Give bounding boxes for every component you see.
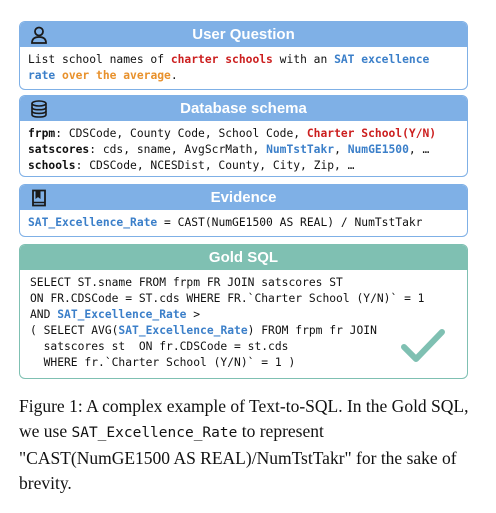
table-name-satscores: satscores [28, 143, 90, 156]
sql-highlight: SAT_Excellence_Rate [57, 308, 187, 321]
question-text: with an [272, 53, 335, 66]
table-columns: , [334, 143, 348, 156]
sql-highlight: SAT_Excellence_Rate [118, 324, 248, 337]
question-text [55, 69, 62, 82]
table-columns: : cds, sname, AvgScrMath, [89, 143, 267, 156]
evidence-header: Evidence [20, 185, 467, 210]
gold-sql-title: Gold SQL [208, 249, 279, 266]
column-highlight-numge1500: NumGE1500 [347, 143, 409, 156]
sql-line: WHERE fr.`Charter School (Y/N)` = 1 ) [30, 356, 296, 369]
table-name-schools: schools [28, 159, 76, 172]
question-highlight-sat: SAT excellence [334, 53, 430, 66]
table-name-frpm: frpm [28, 127, 56, 140]
book-icon [32, 189, 46, 207]
question-highlight-charter: charter schools [170, 53, 273, 66]
user-question-card: User Question List school names of chart… [19, 21, 468, 90]
database-schema-header: Database schema [20, 96, 467, 121]
sql-line: SELECT ST.sname FROM frpm FR JOIN satsco… [30, 276, 343, 289]
database-schema-card: Database schema frpm: CDSCode, County Co… [19, 95, 468, 177]
sql-line: ( SELECT AVG( [30, 324, 119, 337]
sql-line: ) FROM frpm fr JOIN [247, 324, 377, 337]
evidence-term: SAT_Excellence_Rate [28, 216, 158, 229]
table-columns: , … [408, 143, 430, 156]
user-icon [31, 26, 47, 44]
sql-line: ON FR.CDSCode = ST.cds WHERE FR.`Charter… [30, 292, 425, 305]
table-columns: : CDSCode, NCESDist, County, City, Zip, … [75, 159, 355, 172]
sql-line: satscores st ON fr.CDSCode = st.cds [30, 340, 289, 353]
evidence-title: Evidence [210, 189, 277, 206]
evidence-definition: = CAST(NumGE1500 AS REAL) / NumTstTakr [157, 216, 423, 229]
figure-caption: Figure 1: A complex example of Text-to-S… [19, 394, 479, 496]
checkmark-icon [401, 329, 445, 362]
gold-sql-card: Gold SQL SELECT ST.sname FROM frpm FR JO… [19, 244, 468, 379]
database-schema-title: Database schema [180, 100, 307, 117]
question-highlight-rate: rate [28, 69, 56, 82]
user-question-title: User Question [192, 26, 295, 43]
sql-line: > [186, 308, 201, 321]
column-highlight-numtsttakr: NumTstTakr [266, 143, 335, 156]
database-icon [31, 100, 47, 118]
question-text: List school names of [28, 53, 171, 66]
gold-sql-header: Gold SQL [20, 245, 467, 270]
column-highlight-charter: Charter School(Y/N) [306, 127, 437, 140]
caption-code: SAT_Excellence_Rate [71, 425, 238, 441]
sql-line: AND [30, 308, 58, 321]
question-text: . [170, 69, 178, 82]
evidence-text: SAT_Excellence_Rate = CAST(NumGE1500 AS … [20, 210, 467, 236]
schema-text: frpm: CDSCode, County Code, School Code,… [20, 121, 467, 176]
table-columns: : CDSCode, County Code, School Code, [55, 127, 307, 140]
user-question-text: List school names of charter schools wit… [20, 47, 467, 89]
user-question-header: User Question [20, 22, 467, 47]
sql-code: SELECT ST.sname FROM frpm FR JOIN satsco… [20, 270, 467, 376]
caption-text: Figure 1: A complex example of Text-to-S… [19, 396, 469, 441]
question-highlight-average: over the average [62, 69, 171, 82]
evidence-card: Evidence SAT_Excellence_Rate = CAST(NumG… [19, 184, 468, 237]
caption-text: to represent "CAST(NumGE1500 AS REAL)/Nu… [19, 421, 457, 493]
